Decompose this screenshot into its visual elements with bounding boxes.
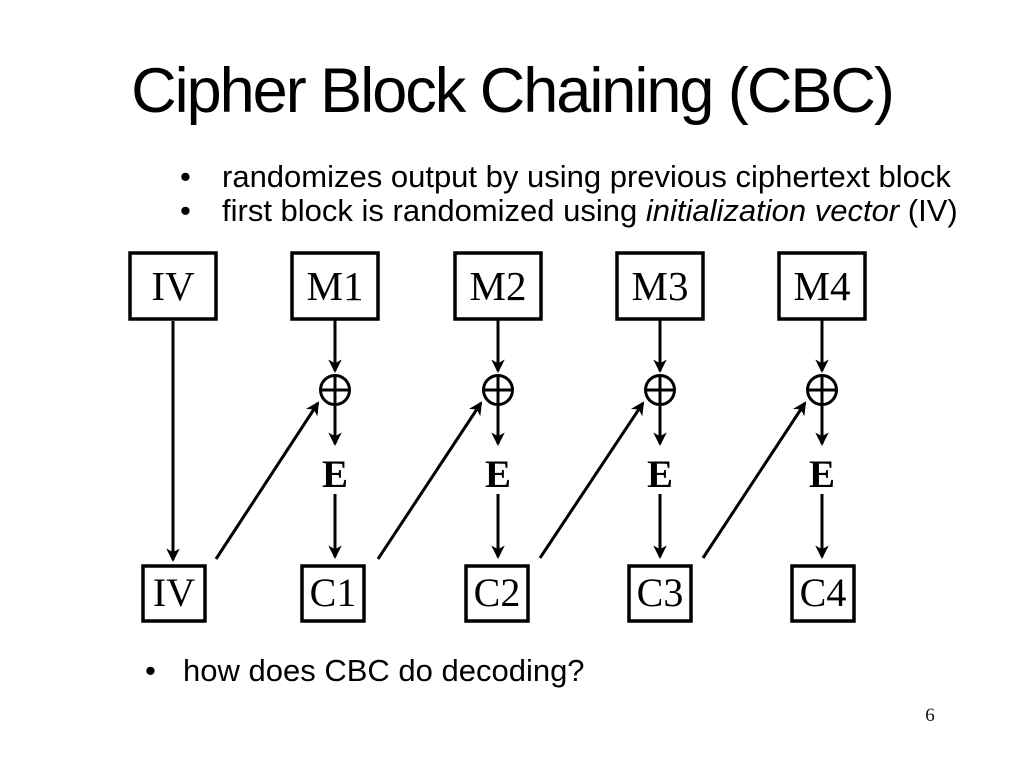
box-c3-label: C3 xyxy=(637,570,684,615)
column-m2: E xyxy=(482,320,514,560)
box-m2-label: M2 xyxy=(470,263,527,309)
xor-icon xyxy=(644,374,676,406)
box-c2-label: C2 xyxy=(474,570,521,615)
box-iv-top-label: IV xyxy=(151,263,195,309)
box-c4-label: C4 xyxy=(800,570,847,615)
column-m1: E xyxy=(319,320,351,560)
column-m4: E xyxy=(806,320,838,560)
bullet-item-2: • first block is randomized using initia… xyxy=(180,194,958,228)
bullet-text-pre: first block is randomized using xyxy=(222,193,646,228)
bullet-icon: • xyxy=(180,159,191,194)
bullet-item-3: • how does CBC do decoding? xyxy=(145,654,585,688)
box-m1-label: M1 xyxy=(307,263,364,309)
box-m4-label: M4 xyxy=(794,263,851,309)
encrypt-label: E xyxy=(485,453,511,496)
box-c2 xyxy=(464,564,530,623)
box-iv-top xyxy=(128,251,218,321)
encrypt-label: E xyxy=(647,453,673,496)
page-number: 6 xyxy=(925,705,935,726)
box-c1 xyxy=(300,564,366,623)
bullet-item-1: • randomizes output by using previous ci… xyxy=(180,160,958,194)
arrow-iv-to-xor1 xyxy=(214,401,320,560)
xor-icon xyxy=(319,374,351,406)
arrow-c2-to-xor3 xyxy=(538,401,645,559)
box-m3-label: M3 xyxy=(632,263,689,309)
bullet-text: randomizes output by using previous ciph… xyxy=(222,159,951,194)
xor-icon xyxy=(806,374,838,406)
box-c1-label: C1 xyxy=(310,570,357,615)
chaining-arrows xyxy=(214,401,807,560)
bullet-icon: • xyxy=(145,653,156,688)
bullet-text: how does CBC do decoding? xyxy=(183,653,585,688)
box-m4 xyxy=(777,251,867,321)
bullet-text-post: (IV) xyxy=(899,193,958,228)
xor-icon xyxy=(482,374,514,406)
box-m1 xyxy=(290,251,380,321)
box-m3 xyxy=(615,251,705,321)
box-iv-bottom-label: IV xyxy=(153,570,195,615)
bullet-icon: • xyxy=(180,193,191,228)
box-c4 xyxy=(790,564,856,623)
footer-bullet-list: • how does CBC do decoding? xyxy=(145,654,585,688)
bullet-text: first block is randomized using initiali… xyxy=(222,194,958,228)
bullet-text-italic: initialization vector xyxy=(645,193,900,228)
page-title: Cipher Block Chaining (CBC) xyxy=(131,56,895,126)
box-m2 xyxy=(453,251,543,321)
box-c3 xyxy=(627,564,693,623)
top-row: IV M1 M2 M3 M4 xyxy=(128,251,867,321)
bullet-list: • randomizes output by using previous ci… xyxy=(180,160,958,228)
encrypt-label: E xyxy=(809,453,835,496)
column-m3: E xyxy=(644,320,676,560)
box-iv-bottom xyxy=(141,564,207,623)
arrow-c3-to-xor4 xyxy=(701,401,807,559)
encrypt-label: E xyxy=(322,453,348,496)
bottom-row: IV C1 C2 C3 C4 xyxy=(141,564,856,623)
arrow-c1-to-xor2 xyxy=(376,401,483,560)
